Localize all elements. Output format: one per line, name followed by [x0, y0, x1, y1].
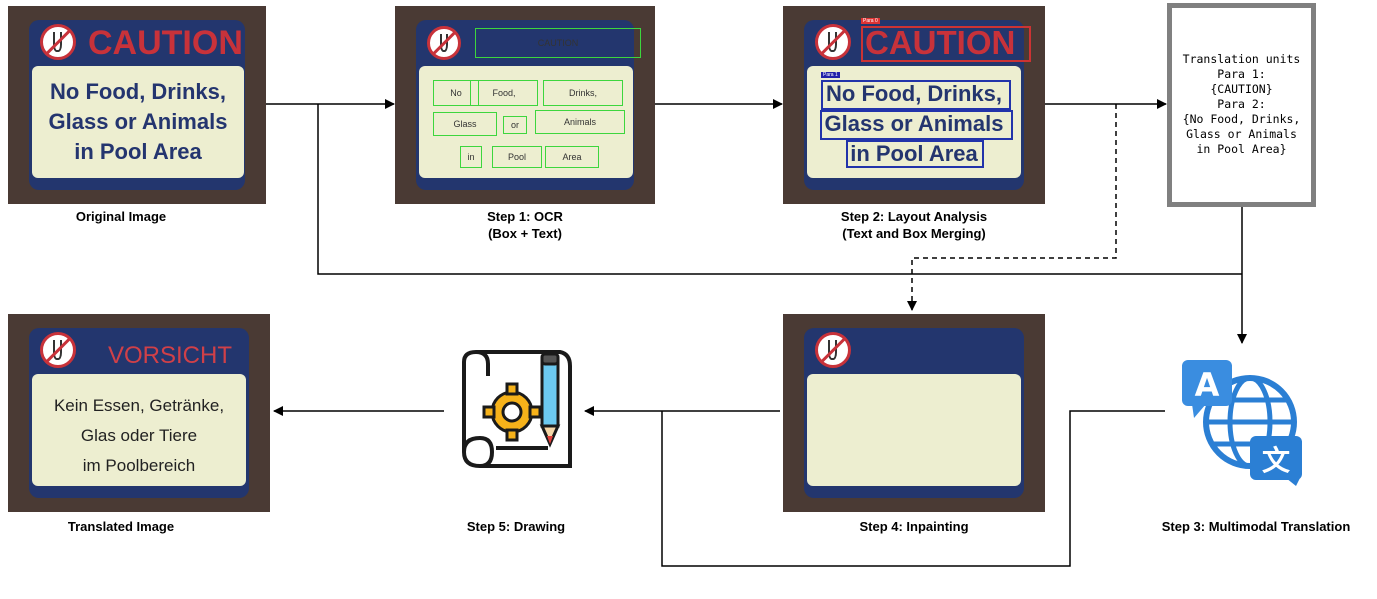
- original-sign-image: CAUTION No Food, Drinks, Glass or Animal…: [8, 6, 266, 204]
- sign-line-3: in Pool Area: [74, 139, 202, 164]
- caption-step5: Step 5: Drawing: [466, 519, 566, 534]
- caption-step4: Step 4: Inpainting: [859, 519, 969, 534]
- sign-line-2: Glass or Animals: [48, 109, 228, 134]
- ocr-box: Drinks,: [543, 80, 623, 106]
- line-step3-to-step5: [661, 410, 1165, 567]
- ocr-box: Pool: [492, 146, 542, 168]
- tu-line: {No Food, Drinks,: [1182, 112, 1301, 126]
- para1-tag: Para 1: [821, 72, 840, 78]
- caption-step2: Step 2: Layout Analysis (Text and Box Me…: [840, 209, 988, 241]
- sign-line-1: No Food, Drinks,: [826, 81, 1002, 106]
- tu-line: in Pool Area}: [1196, 142, 1287, 156]
- layout-box-para1-line2: [820, 110, 1013, 140]
- caption-original: Original Image: [75, 209, 167, 224]
- ocr-box: or: [503, 116, 527, 134]
- svg-text:A: A: [1195, 366, 1220, 404]
- translated-line-1: Kein Essen, Getränke,: [53, 396, 225, 415]
- sign-line-3: in Pool Area: [850, 141, 978, 166]
- tu-line: {CAUTION}: [1210, 82, 1273, 96]
- ocr-box: Animals: [535, 110, 625, 134]
- step2-layout-image: Para 0 CAUTION No Food, Drinks, Glass or…: [783, 6, 1045, 204]
- no-food-symbol-icon: [40, 332, 76, 368]
- translation-units-box: Translation units Para 1: {CAUTION} Para…: [1167, 3, 1316, 207]
- line-original-to-translation: [317, 104, 1242, 275]
- dashed-arrow-step2-to-step4: [907, 104, 1117, 311]
- caption-step1: Step 1: OCR (Box + Text): [487, 209, 563, 241]
- layout-box-para1-line3: [846, 140, 984, 168]
- translate-globe-icon: A 文: [1182, 360, 1302, 486]
- caption-translated: Translated Image: [67, 519, 175, 534]
- no-food-symbol-icon: [40, 24, 76, 60]
- translated-sign-image: VORSICHT Kein Essen, Getränke, Glas oder…: [8, 314, 270, 512]
- layout-box-para0: [861, 26, 1031, 62]
- sign-line-1: No Food, Drinks,: [50, 79, 226, 104]
- ocr-box: No: [433, 80, 479, 106]
- ocr-box: Food,: [470, 80, 538, 106]
- vorsicht-text: VORSICHT: [108, 342, 233, 369]
- caution-text: CAUTION: [88, 24, 243, 62]
- tu-line: Glass or Animals: [1186, 127, 1297, 141]
- ocr-box: Area: [545, 146, 599, 168]
- tu-line: Translation units: [1182, 52, 1301, 66]
- step1-ocr-image: CAUTION No Food, Drinks, Glass or Animal…: [395, 6, 655, 204]
- no-food-symbol-icon: [815, 24, 851, 60]
- translated-line-2: Glas oder Tiere: [80, 426, 198, 445]
- ocr-box: Glass: [433, 112, 497, 136]
- no-food-symbol-icon: [815, 332, 851, 368]
- para0-tag: Para 0: [861, 18, 880, 24]
- svg-text:文: 文: [1262, 444, 1290, 477]
- ocr-box-caution: CAUTION: [475, 28, 641, 58]
- translated-line-3: im Poolbereich: [82, 456, 196, 475]
- ocr-box: in: [460, 146, 482, 168]
- no-food-symbol-icon: [427, 26, 461, 60]
- caption-step3: Step 3: Multimodal Translation: [1161, 519, 1351, 534]
- sign-line-2: Glass or Animals: [824, 111, 1004, 136]
- tu-line: Para 1:: [1217, 67, 1266, 81]
- blueprint-gear-pencil-icon: [462, 350, 572, 468]
- caution-text: CAUTION: [865, 24, 1016, 61]
- step4-inpainting-image: [783, 314, 1045, 512]
- layout-box-para1-line1: [821, 80, 1011, 110]
- tu-line: Para 2:: [1217, 97, 1266, 111]
